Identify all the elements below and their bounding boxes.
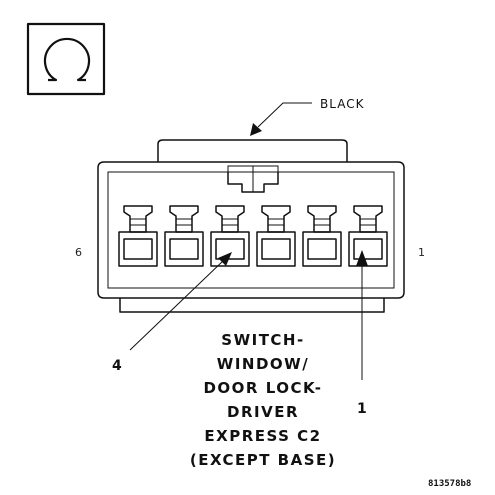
figure-id: 813578b8 <box>428 479 471 489</box>
connector-cavities <box>118 205 388 267</box>
cavity-4 <box>210 205 250 267</box>
title-line-2: WINDOW/ <box>217 355 309 373</box>
callout-leader-right <box>356 250 368 380</box>
title-line-5: EXPRESS C2 <box>204 427 321 445</box>
cavity-1 <box>348 205 388 267</box>
cavity-5 <box>164 205 204 267</box>
pin-label-right: 1 <box>418 246 425 259</box>
title-line-6: (EXCEPT BASE) <box>190 451 336 469</box>
pin-label-left: 6 <box>75 246 82 259</box>
connector-title: SWITCH- WINDOW/ DOOR LOCK- DRIVER EXPRES… <box>190 331 336 469</box>
callout-leader-left <box>129 252 232 351</box>
callout-number-right: 1 <box>357 401 367 417</box>
cavity-2 <box>302 205 342 267</box>
callout-number-left: 4 <box>112 358 122 374</box>
connector-color-label: BLACK <box>320 97 365 111</box>
title-line-1: SWITCH- <box>221 331 304 349</box>
cavity-3 <box>256 205 296 267</box>
title-line-4: DRIVER <box>227 403 299 421</box>
color-leader-arrowhead <box>250 123 262 136</box>
view-symbol-box <box>26 22 106 96</box>
cavity-6 <box>118 205 158 267</box>
connector-color-label-group: BLACK <box>250 97 365 136</box>
title-line-3: DOOR LOCK- <box>203 379 322 397</box>
omega-view-icon <box>43 37 91 82</box>
callout-left-arrowhead <box>218 252 232 266</box>
callout-right-arrowhead <box>356 250 368 266</box>
connector-body <box>97 139 405 313</box>
